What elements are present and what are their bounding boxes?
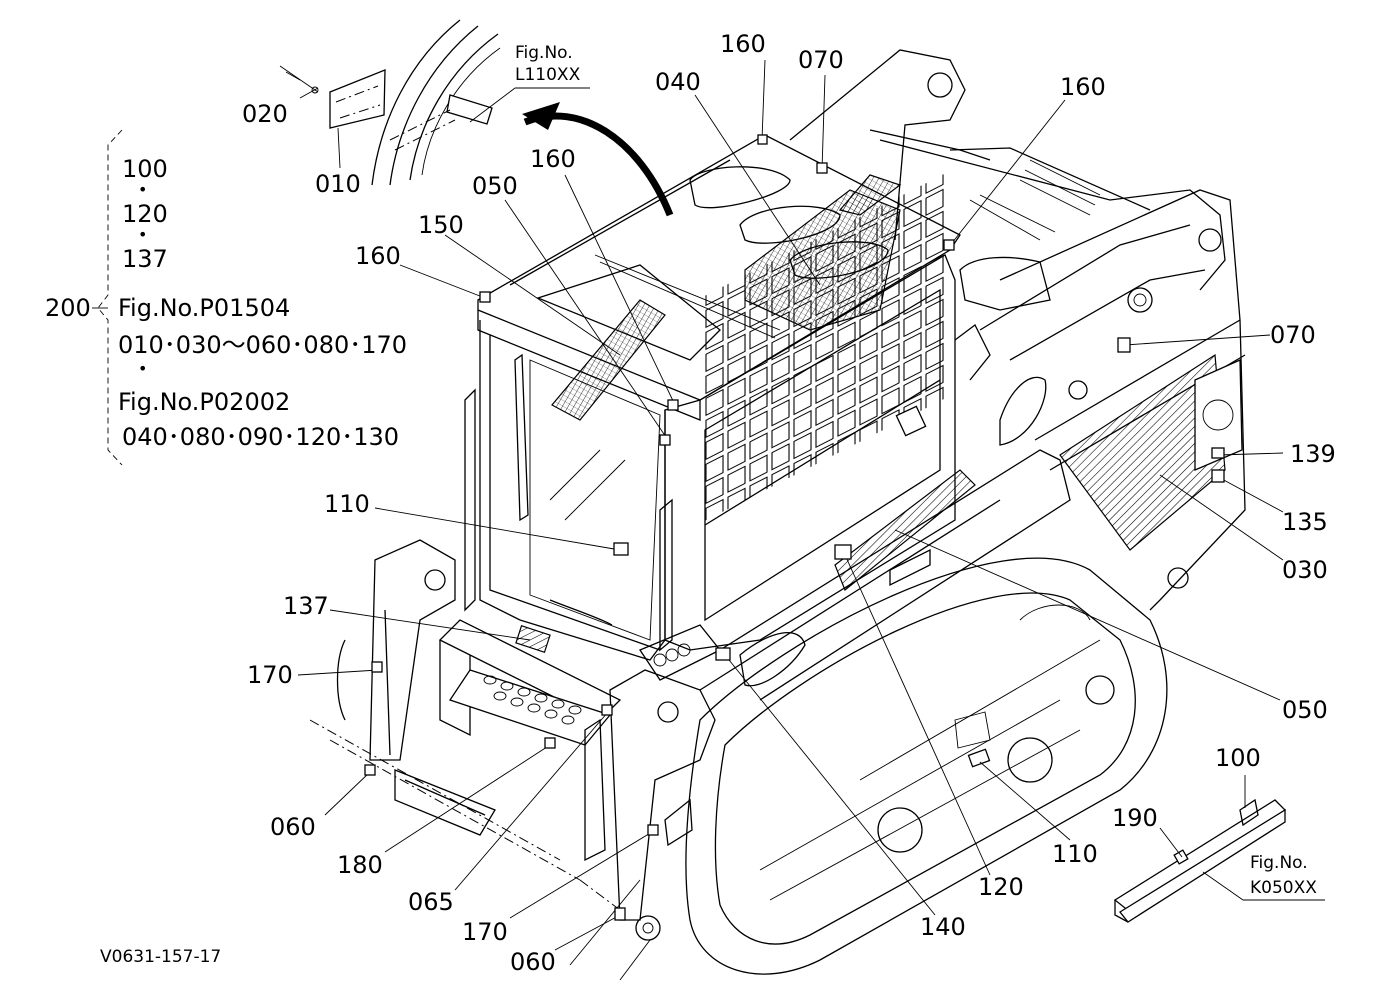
part-label: 050 — [472, 172, 518, 200]
bracket-dot: • — [138, 180, 147, 199]
rubber-track — [685, 557, 1168, 975]
part-label: 030 — [1282, 556, 1328, 584]
leader-lines — [297, 59, 1325, 951]
part-label: 160 — [530, 145, 576, 173]
part-label: 040 — [655, 68, 701, 96]
bracket-line: Fig.No.P02002 — [118, 388, 290, 416]
part-label: 060 — [270, 813, 316, 841]
part-label: 110 — [1052, 840, 1098, 868]
rops-detail — [279, 19, 501, 186]
machine-drawing — [279, 19, 1325, 981]
bracket-line: 010･030～060･080･170 — [118, 331, 407, 359]
part-label: 135 — [1282, 508, 1328, 536]
part-labels: 020 010 160 070 040 160 050 160 150 160 … — [242, 30, 1336, 976]
part-label: 065 — [408, 888, 454, 916]
side-decal-050 — [834, 469, 976, 591]
figure-reference-k050xx: Fig.No. K050XX — [1250, 853, 1317, 898]
bracket-detail — [1113, 798, 1287, 923]
part-label: 160 — [720, 30, 766, 58]
part-label: 139 — [1290, 440, 1336, 468]
fig-ref-line1: Fig.No. — [1250, 853, 1308, 873]
arrow-indicator — [522, 102, 674, 217]
step-holes — [483, 675, 582, 725]
part-label: 070 — [798, 46, 844, 74]
side-panel-decal — [1059, 353, 1226, 551]
bracket-dot: • — [138, 359, 147, 378]
part-label: 010 — [315, 170, 361, 198]
bracket-line: 100 — [122, 155, 168, 183]
part-label: 160 — [1060, 73, 1106, 101]
part-label: 170 — [247, 661, 293, 689]
cab-front — [464, 320, 673, 661]
part-label: 190 — [1112, 804, 1158, 832]
fig-ref-line2: K050XX — [1250, 878, 1317, 898]
fig-ref-line2: L110XX — [515, 65, 581, 85]
bracket-line: 137 — [122, 245, 168, 273]
right-front-arm — [584, 624, 722, 941]
left-lift-cylinder — [336, 539, 456, 761]
assembly-bracket: 200 100 • 120 • 137 Fig.No.P01504 010･03… — [45, 129, 407, 466]
part-label: 170 — [462, 918, 508, 946]
drawing-code: V0631-157-17 — [100, 947, 221, 967]
part-label: 160 — [355, 242, 401, 270]
part-label: 100 — [1215, 744, 1261, 772]
part-label: 120 — [978, 873, 1024, 901]
front-frame — [394, 619, 622, 836]
part-label: 050 — [1282, 696, 1328, 724]
part-label: 140 — [920, 913, 966, 941]
part-label: 150 — [418, 211, 464, 239]
part-label: 180 — [337, 851, 383, 879]
part-label: 070 — [1270, 321, 1316, 349]
part-label: 060 — [510, 948, 556, 976]
bracket-dot: • — [138, 225, 147, 244]
bracket-line: 120 — [122, 200, 168, 228]
part-label: 110 — [324, 490, 370, 518]
reference-lines — [309, 719, 651, 981]
fig-ref-line1: Fig.No. — [515, 43, 573, 63]
cab-side — [664, 173, 956, 651]
label-plates — [364, 134, 1225, 921]
bracket-line: Fig.No.P01504 — [118, 294, 290, 322]
side-frame — [699, 449, 1071, 701]
engine-compartment — [949, 147, 1151, 381]
figure-reference-l110xx: Fig.No. L110XX — [515, 43, 581, 85]
bracket-number: 200 — [45, 294, 91, 322]
part-label: 020 — [242, 100, 288, 128]
part-label: 137 — [283, 592, 329, 620]
bracket-line: 040･080･090･120･130 — [122, 423, 399, 451]
